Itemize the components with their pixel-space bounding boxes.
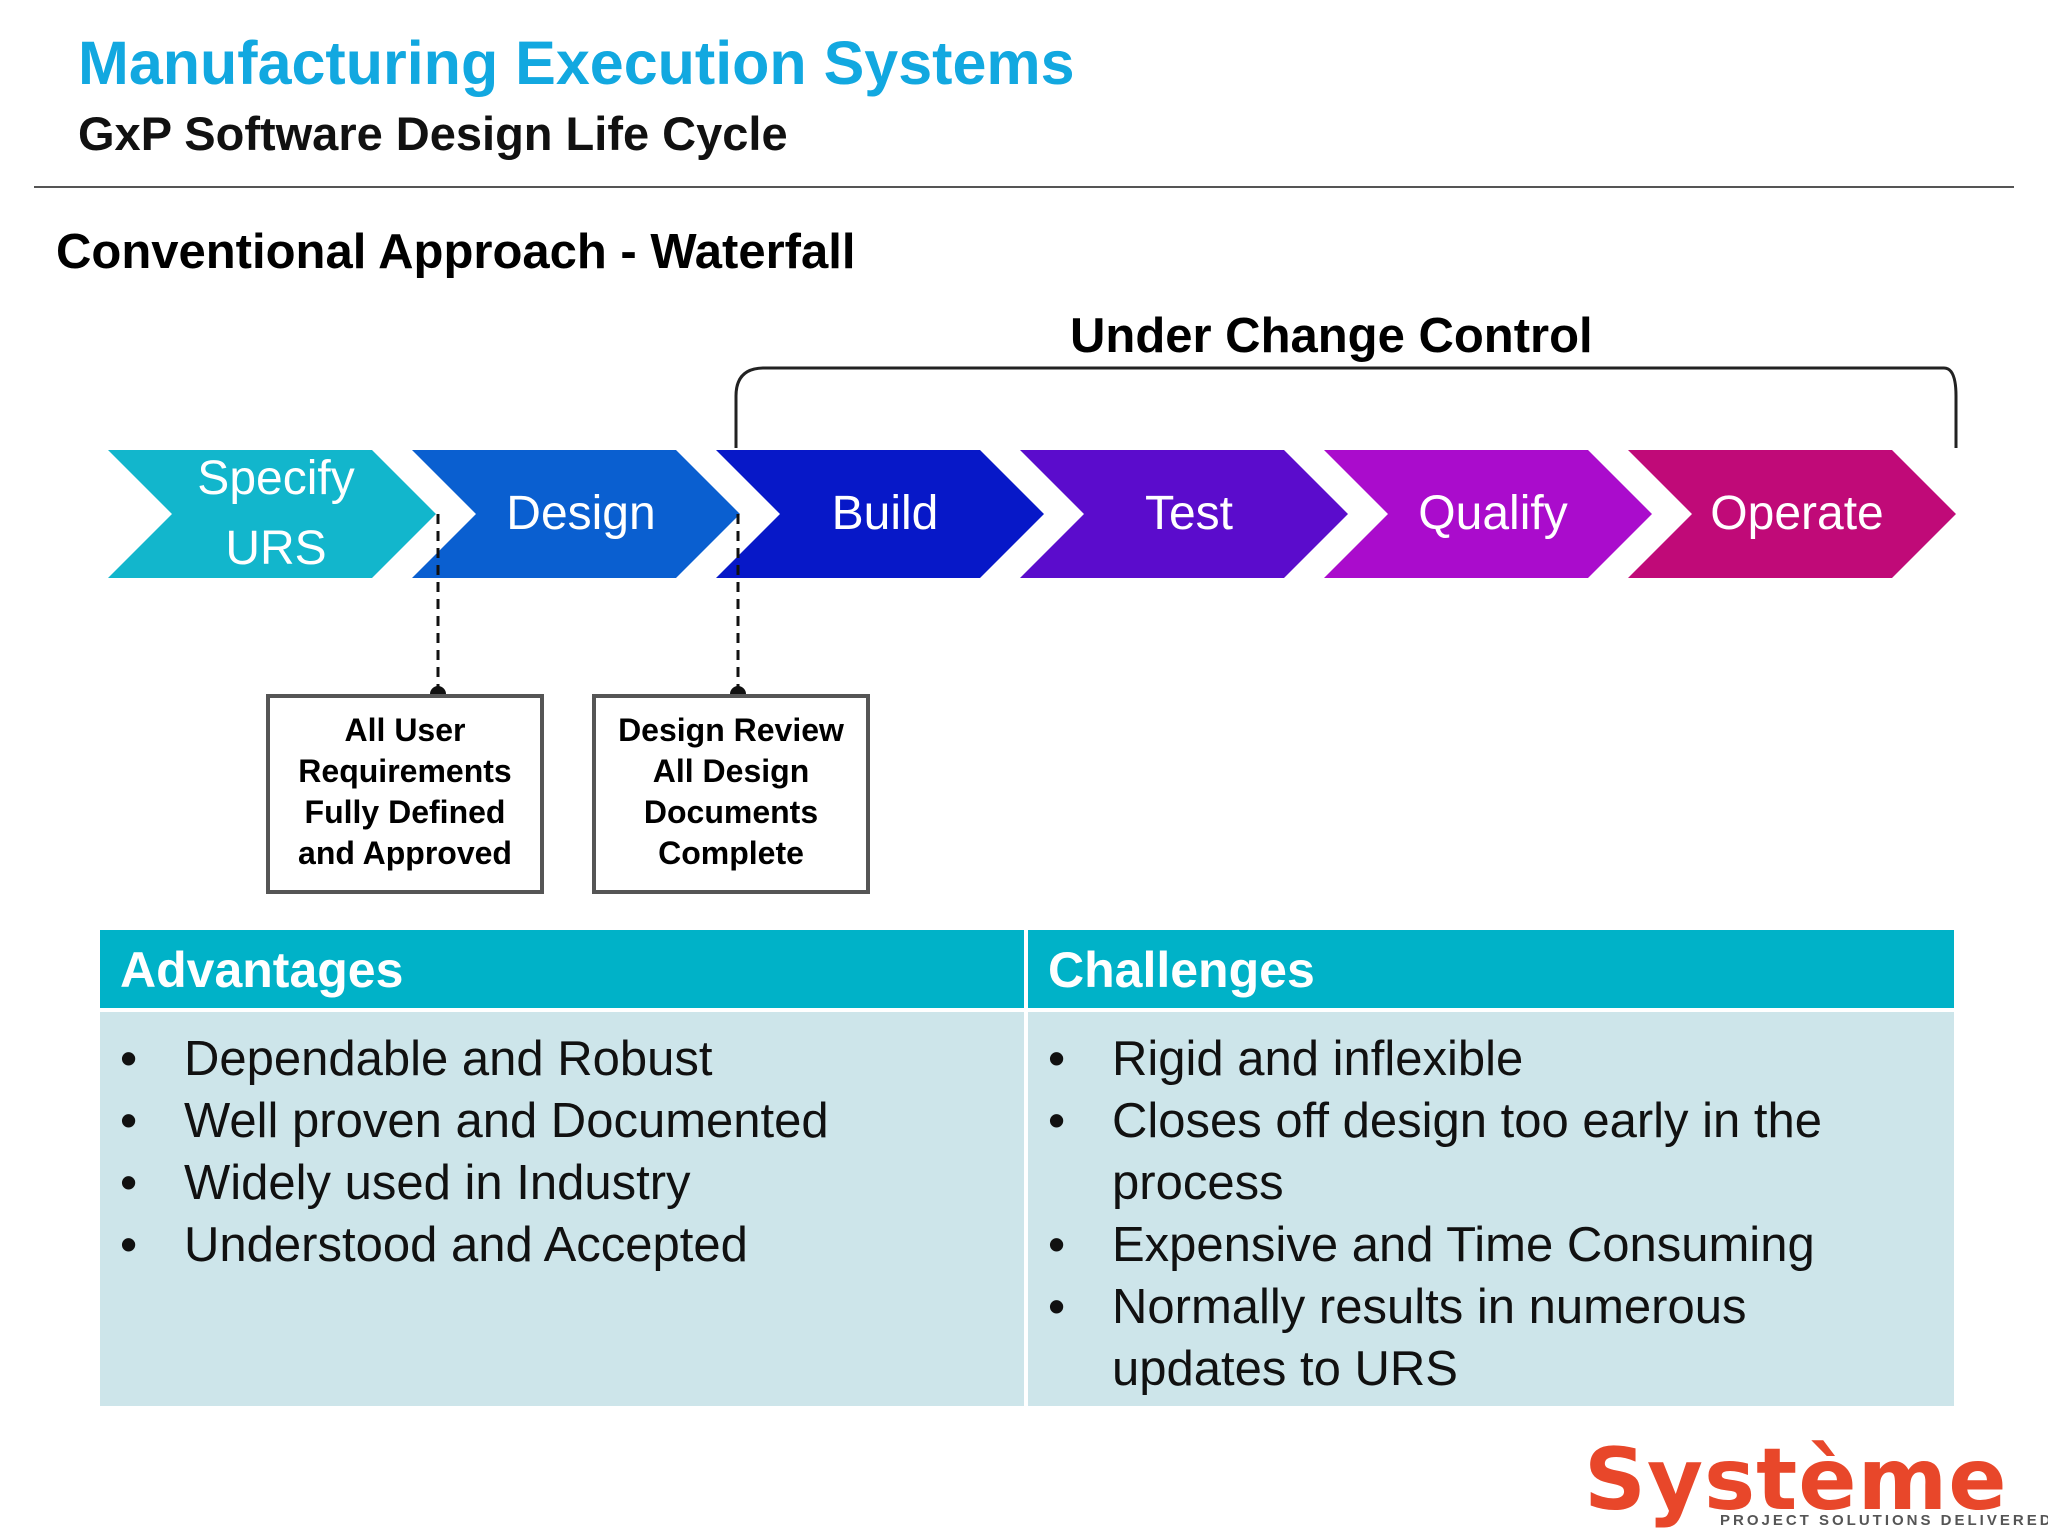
change-control-label: Under Change Control [1070,309,1593,363]
step-label-design: Design [506,487,656,540]
advantage-item: Well proven and Documented [100,1090,1024,1152]
step-arrow-specify [108,450,436,578]
step-arrow-build [716,450,1044,578]
step-label-test: Test [1144,487,1234,540]
step-label-build: Build [831,487,939,540]
challenge-item: Rigid and inflexible [1028,1028,1954,1090]
step-arrow-test [1020,450,1348,578]
comparison-table: Advantages Dependable and Robust Well pr… [100,930,1954,1406]
step-label-qualify: Qualify [1418,487,1568,540]
logo-tagline: PROJECT SOLUTIONS DELIVERED [1720,1512,2048,1529]
advantages-heading: Advantages [100,930,1024,1008]
advantages-column: Advantages Dependable and Robust Well pr… [100,930,1024,1406]
section-title: Conventional Approach - Waterfall [56,225,856,279]
advantage-item: Dependable and Robust [100,1028,1024,1090]
milestone-design-review: Design Review All Design Documents Compl… [592,694,870,894]
advantage-item: Understood and Accepted [100,1214,1024,1276]
logo-wordmark: Système [1584,1430,2008,1530]
step-label-specify: Specify URS [197,452,355,575]
step-arrow-qualify [1324,450,1652,578]
header-divider [34,186,2014,188]
step-arrow-operate [1628,450,1956,578]
step-arrow-design [412,450,740,578]
change-control-bracket [734,366,1958,448]
challenge-item: Expensive and Time Consuming [1028,1214,1954,1276]
advantage-item: Widely used in Industry [100,1152,1024,1214]
page-subtitle: GxP Software Design Life Cycle [78,107,788,160]
page-title: Manufacturing Execution Systems [78,29,1075,97]
step-label-operate: Operate [1710,487,1884,540]
challenges-column: Challenges Rigid and inflexible Closes o… [1028,930,1954,1406]
milestone-requirements-approved: All User Requirements Fully Defined and … [266,694,544,894]
systeme-logo: Système PROJECT SOLUTIONS DELIVERED [1584,1430,2048,1530]
advantages-body: Dependable and Robust Well proven and Do… [100,1012,1024,1406]
challenges-heading: Challenges [1028,930,1954,1008]
challenge-item: Normally results in numerous updates to … [1028,1276,1954,1400]
challenge-item: Closes off design too early in the proce… [1028,1090,1954,1214]
challenges-body: Rigid and inflexible Closes off design t… [1028,1012,1954,1406]
